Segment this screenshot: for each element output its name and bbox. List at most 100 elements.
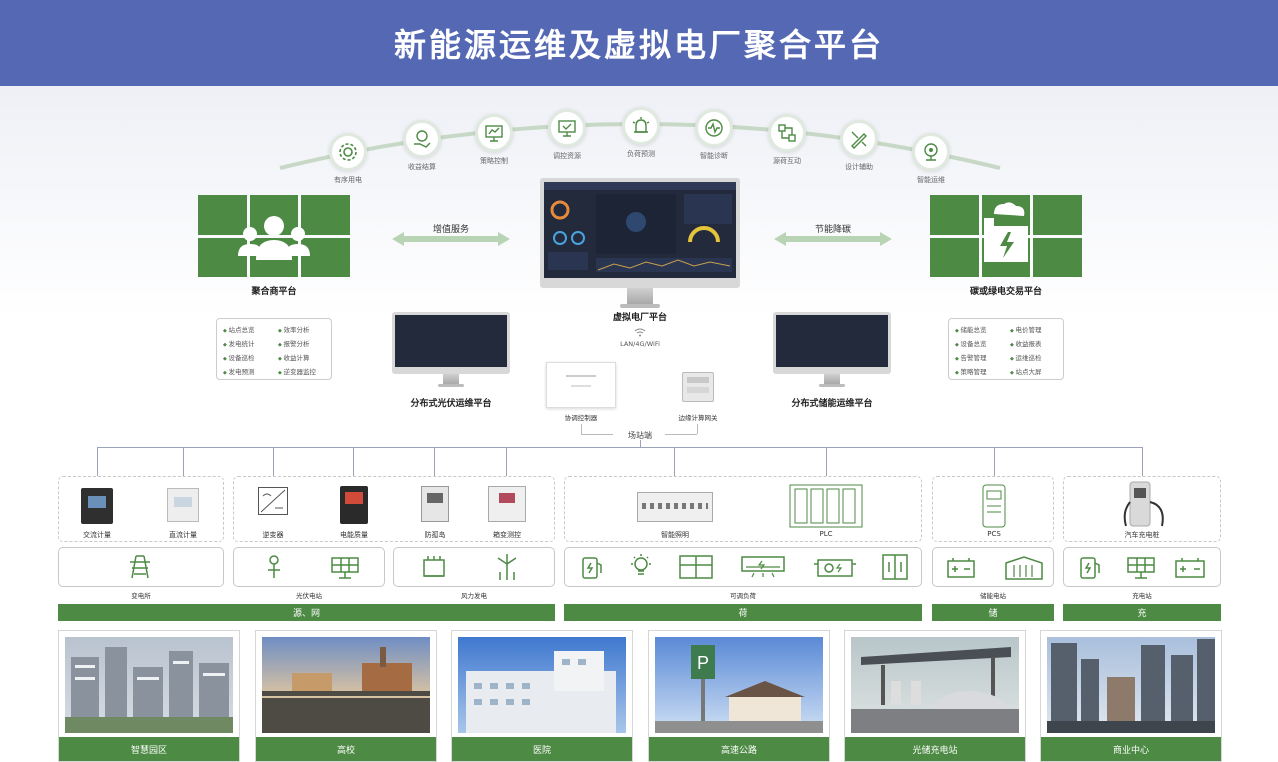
gear-icon	[329, 133, 367, 171]
pv-station-label: 光伏电站	[296, 592, 322, 600]
vpp-monitor	[540, 178, 740, 308]
gateway-label: 边缘计算网关	[678, 414, 718, 422]
light-bulb-icon	[631, 554, 651, 575]
scene-card-pv-storage-charging: 光储充电站	[844, 630, 1026, 762]
adjustable-load-box	[564, 547, 922, 587]
service-label: 设计辅助	[845, 163, 873, 171]
category-source-grid: 源、网	[58, 604, 555, 621]
transmission-tower-icon	[130, 555, 150, 579]
alarm-icon	[622, 107, 660, 145]
feature-item: 设备总览	[955, 338, 1002, 348]
box-transformer-label: 箱变测控	[493, 531, 521, 539]
container-storage-icon	[1005, 556, 1043, 580]
screen-check-icon	[548, 109, 586, 147]
svg-text:P: P	[697, 653, 709, 673]
grid-link-icon	[768, 114, 806, 152]
transformer-icon	[423, 556, 445, 577]
plc-label: PLC	[819, 530, 833, 538]
left-arrow-label: 增值服务	[432, 225, 469, 235]
university-photo	[262, 637, 430, 733]
feature-item: 效率分析	[278, 324, 325, 334]
wind-turbine-icon	[497, 554, 517, 580]
trading-platform-label: 碳或绿电交易平台	[969, 287, 1042, 297]
right-double-arrow	[774, 232, 892, 246]
device-bus-line	[97, 447, 1142, 448]
aggregator-feature-list: 站点总览效率分析发电统计报警分析设备巡检收益计算发电预测逆变器监控	[216, 318, 332, 380]
scene-label: 商业中心	[1041, 737, 1221, 761]
coordination-controller-device	[546, 362, 616, 408]
feature-item: 收益报表	[1010, 338, 1057, 348]
monitor-chart-icon	[475, 114, 513, 152]
anti-islanding-device	[421, 486, 449, 522]
inverter-device	[258, 487, 288, 515]
scene-label: 医院	[452, 737, 632, 761]
drop-line	[434, 447, 435, 476]
scene-card-university: 高校	[255, 630, 437, 762]
ev-charger-label: 汽车充电桩	[1124, 531, 1160, 539]
refrigerator-icon	[679, 555, 713, 579]
category-storage: 储	[932, 604, 1054, 621]
scene-card-industrial-park: 智慧园区	[58, 630, 240, 762]
coin-hand-icon	[403, 120, 441, 158]
page-title: 新能源运维及虚拟电厂聚合平台	[393, 26, 884, 64]
commercial-center-photo	[1047, 637, 1215, 733]
drop-line	[183, 447, 184, 476]
site-end-label: 场站端	[628, 431, 652, 440]
battery-icon	[947, 558, 975, 578]
adjustable-load-label: 可调负荷	[730, 592, 756, 600]
charging-station-box	[1063, 547, 1221, 587]
drop-line	[97, 447, 98, 476]
drop-line	[273, 447, 274, 476]
service-label: 调控资源	[553, 152, 581, 160]
service-label: 负荷预测	[627, 150, 655, 158]
pcs-device	[982, 484, 1006, 528]
service-label: 源荷互动	[773, 157, 801, 165]
inverter-label: 逆变器	[262, 531, 284, 539]
feature-item: 站点总览	[223, 324, 270, 334]
air-conditioner-icon	[741, 556, 785, 578]
scene-label: 智慧园区	[59, 737, 239, 761]
storage-battery-icon	[1175, 558, 1205, 578]
substation-label: 变电所	[131, 592, 151, 600]
control-device-group	[564, 476, 922, 542]
substation-box	[58, 547, 224, 587]
feature-item: 发电统计	[223, 338, 270, 348]
feature-item: 策略管理	[955, 366, 1002, 376]
feature-item: 站点大屏	[1010, 366, 1057, 376]
scene-card-highway: P 高速公路	[648, 630, 830, 762]
controller-label: 协调控制器	[564, 414, 598, 422]
feature-item: 报警分析	[278, 338, 325, 348]
ev-charger-device	[1123, 481, 1164, 527]
feature-item: 发电预测	[223, 366, 270, 376]
users-group-icon	[238, 216, 310, 260]
generator-icon	[814, 559, 856, 577]
industrial-park-photo	[65, 637, 233, 733]
drop-line	[353, 447, 354, 476]
wind-station-label: 风力发电	[461, 592, 487, 600]
network-label: LAN/4G/WiFi	[620, 340, 660, 348]
smart-lighting-device	[637, 492, 713, 522]
dc-meter-label: 直流计量	[169, 531, 197, 539]
aggregator-platform-label: 聚合商平台	[251, 287, 297, 297]
feature-item: 运维巡检	[1010, 352, 1057, 362]
service-label: 智能诊断	[700, 152, 728, 160]
header-banner: 新能源运维及虚拟电厂聚合平台	[0, 0, 1278, 86]
anti-islanding-label: 防孤岛	[424, 531, 446, 539]
pcs-label: PCS	[987, 530, 1001, 538]
plc-device	[789, 484, 863, 528]
wifi-icon	[634, 328, 646, 337]
hospital-photo	[458, 637, 626, 733]
drop-line	[1142, 447, 1143, 476]
pv-platform-label: 分布式光伏运维平台	[410, 399, 492, 409]
dashboard-graphic	[544, 182, 736, 272]
highway-service-photo: P	[655, 637, 823, 733]
scene-card-hospital: 医院	[451, 630, 633, 762]
category-load: 荷	[564, 604, 922, 621]
pv-monitor	[392, 312, 510, 387]
service-label: 智能运维	[917, 176, 945, 184]
solar-panel-icon	[331, 557, 359, 579]
scene-card-commercial-center: 商业中心	[1040, 630, 1222, 762]
ev-charging-pile-icon	[1080, 557, 1100, 579]
power-quality-label: 电能质量	[340, 531, 368, 539]
smart-lighting-label: 智能照明	[661, 531, 689, 539]
